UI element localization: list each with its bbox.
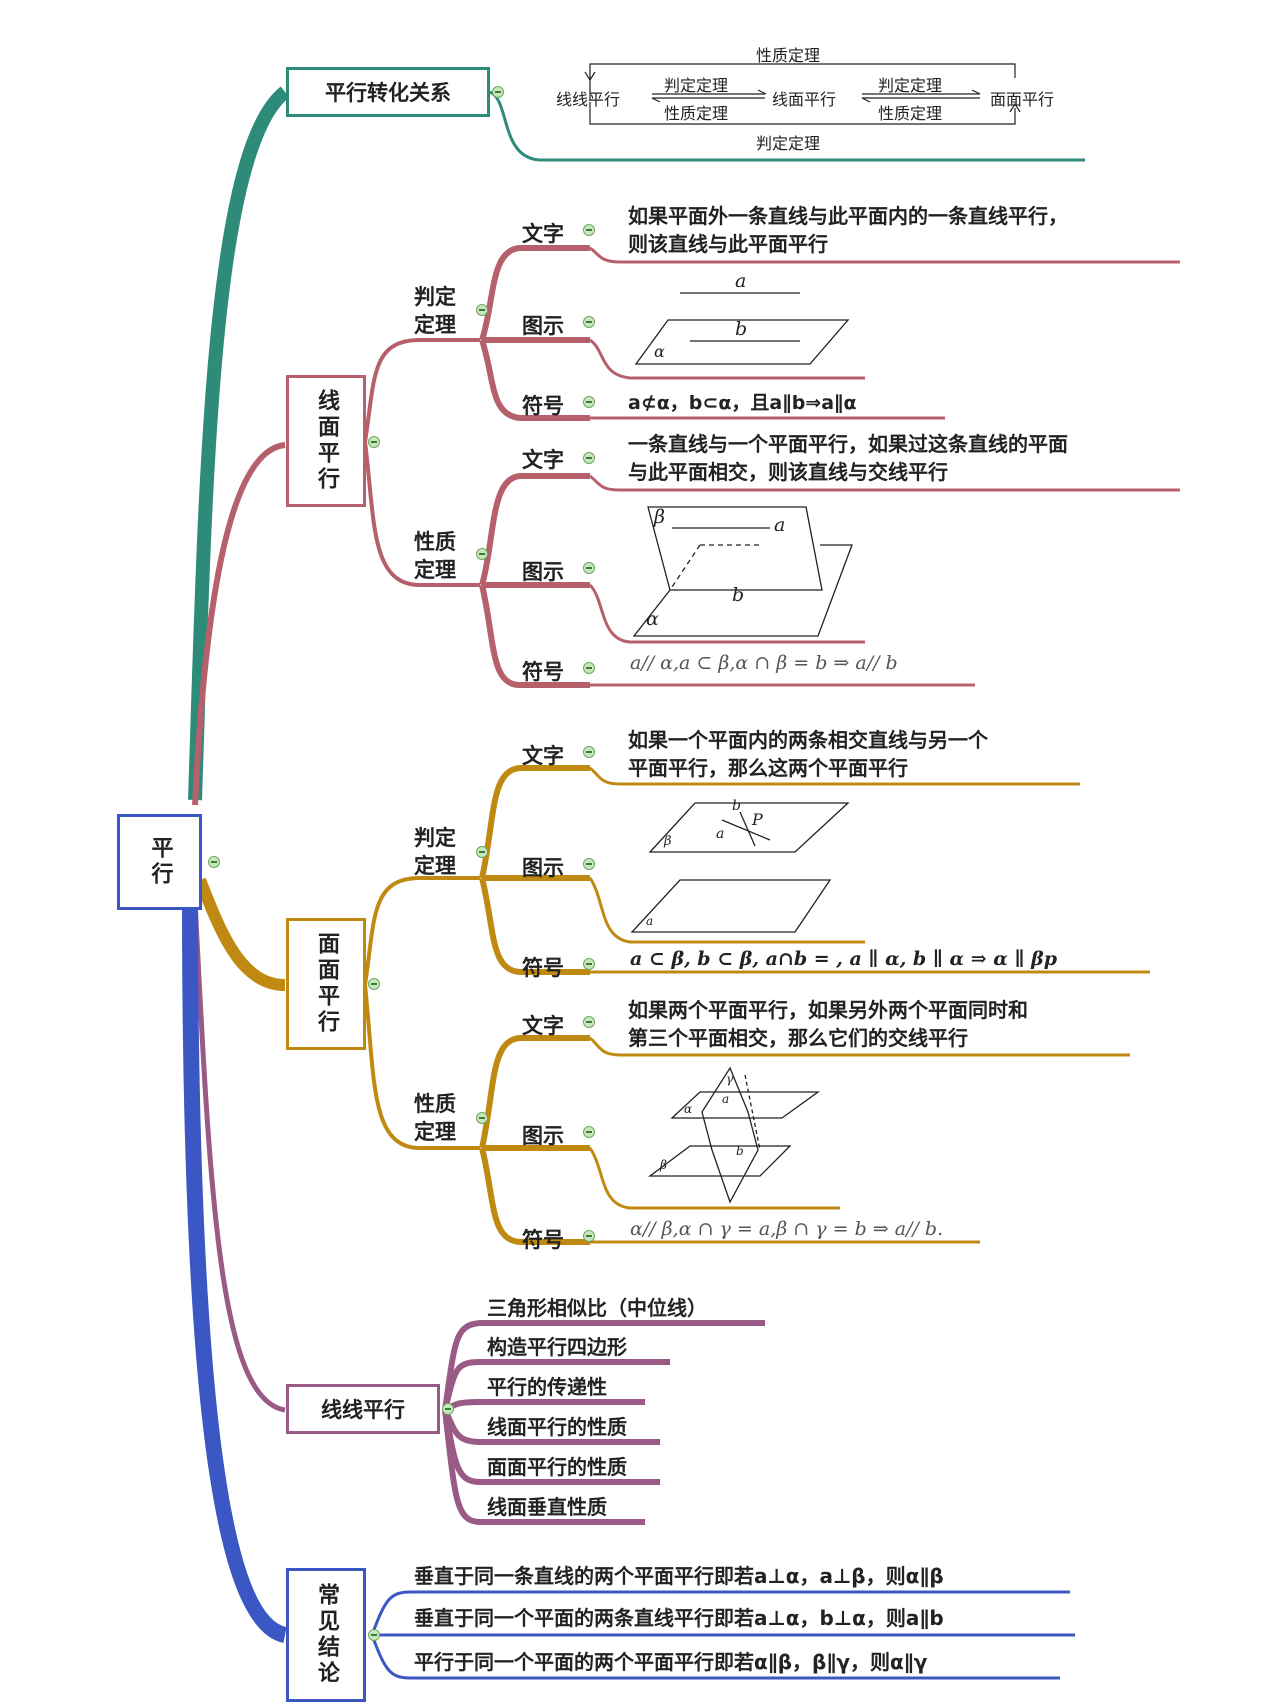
pp-prop-text-line2: 第三个平面相交，那么它们的交线平行 (628, 1026, 968, 1050)
relation-plane-plane: 面面平行 (990, 90, 1055, 109)
pp-prop-symbol-label: 符号 (522, 1228, 564, 1252)
lp-judge-symbol: a⊄α，b⊂α，且a∥b⇒a∥α (628, 392, 857, 414)
plane-plane-title: 面面平行 (314, 932, 339, 1036)
pp-prop-text-collapse-icon[interactable] (583, 1016, 595, 1028)
lp-prop-fig-alpha: α (646, 608, 659, 630)
root-label: 平行 (147, 836, 173, 888)
relation-judge-2: 判定定理 (878, 76, 943, 95)
pp-judge-collapse-icon[interactable] (476, 846, 488, 858)
lp-prop-text-line2: 与此平面相交，则该直线与交线平行 (628, 460, 948, 484)
lp-prop-fig-beta: β (654, 506, 665, 528)
lp-prop-label: 性质定理 (414, 530, 456, 582)
line-plane-node[interactable]: 线面平行 (286, 375, 366, 507)
lp-prop-symbol-collapse-icon[interactable] (583, 662, 595, 674)
line-plane-collapse-icon[interactable] (368, 436, 380, 448)
line-line-collapse-icon[interactable] (442, 1403, 454, 1415)
conclusion-item: 垂直于同一条直线的两个平面平行即若a⊥α，a⊥β，则α∥β (414, 1564, 944, 1588)
lp-judge-text-label: 文字 (522, 222, 564, 246)
pp-judge-text-line2: 平面平行，那么这两个平面平行 (628, 756, 908, 780)
lp-prop-figure-label: 图示 (522, 560, 564, 584)
pp-prop-text-line1: 如果两个平面平行，如果另外两个平面同时和 (628, 998, 1028, 1022)
lp-prop-symbol: a// α,a ⊂ β,α ∩ β = b ⇒ a// b (630, 652, 898, 674)
pp-judge-symbol-collapse-icon[interactable] (583, 958, 595, 970)
lp-judge-symbol-label: 符号 (522, 394, 564, 418)
lp-prop-text-label: 文字 (522, 448, 564, 472)
lp-judge-text-collapse-icon[interactable] (583, 224, 595, 236)
lp-judge-fig-a: a (735, 270, 747, 292)
relation-top-label: 性质定理 (756, 46, 821, 65)
lp-judge-figure-collapse-icon[interactable] (583, 316, 595, 328)
root-node[interactable]: 平行 (117, 814, 202, 910)
line-line-item: 平行的传递性 (487, 1375, 607, 1399)
pp-judge-text-line1: 如果一个平面内的两条相交直线与另一个 (628, 728, 988, 752)
pp-judge-fig-b: b (732, 798, 741, 814)
lp-judge-label: 判定定理 (414, 285, 456, 337)
pp-judge-fig-p: P (752, 810, 763, 829)
line-line-item: 线面垂直性质 (487, 1495, 607, 1519)
pp-prop-symbol: α// β,α ∩ γ = a,β ∩ γ = b ⇒ a// b. (630, 1218, 944, 1240)
lp-prop-text-line1: 一条直线与一个平面平行，如果过这条直线的平面 (628, 432, 1068, 456)
pp-judge-label: 判定定理 (414, 826, 456, 878)
line-line-item: 面面平行的性质 (487, 1455, 627, 1479)
plane-plane-collapse-icon[interactable] (368, 978, 380, 990)
lp-judge-symbol-collapse-icon[interactable] (583, 396, 595, 408)
lp-judge-text-line1: 如果平面外一条直线与此平面内的一条直线平行， (628, 204, 1068, 228)
pp-judge-figure-collapse-icon[interactable] (583, 858, 595, 870)
lp-judge-collapse-icon[interactable] (476, 304, 488, 316)
pp-prop-fig-beta: β (660, 1158, 667, 1172)
lp-prop-fig-a: a (774, 514, 786, 536)
root-collapse-icon[interactable] (208, 856, 220, 868)
lp-prop-fig-b: b (732, 584, 745, 606)
relation-bottom-label: 判定定理 (756, 134, 821, 153)
lp-judge-fig-alpha: α (654, 342, 665, 361)
lp-prop-symbol-label: 符号 (522, 660, 564, 684)
plane-plane-node[interactable]: 面面平行 (286, 918, 366, 1050)
conclusion-item: 平行于同一个平面的两个平面平行即若α∥β，β∥γ，则α∥γ (414, 1650, 928, 1674)
pp-prop-fig-a: a (722, 1092, 730, 1106)
conclusion-item: 垂直于同一个平面的两条直线平行即若a⊥α，b⊥α，则a∥b (414, 1606, 944, 1630)
relation-line-line: 线线平行 (556, 90, 621, 109)
line-plane-title: 线面平行 (314, 389, 339, 493)
pp-prop-fig-alpha: α (684, 1102, 693, 1116)
conclusions-title: 常见结论 (314, 1583, 339, 1687)
pp-judge-symbol: a ⊂ β, b ⊂ β, a∩b = , a ∥ α, b ∥ α ⇒ α ∥… (630, 948, 1058, 970)
line-line-item: 构造平行四边形 (487, 1335, 627, 1359)
relation-prop-1: 性质定理 (664, 104, 729, 123)
relation-prop-2: 性质定理 (878, 104, 943, 123)
lp-judge-fig-b: b (735, 318, 748, 340)
pp-judge-fig-alpha: a (646, 914, 654, 928)
pp-prop-symbol-collapse-icon[interactable] (583, 1230, 595, 1242)
lp-judge-figure-label: 图示 (522, 314, 564, 338)
pp-judge-text-label: 文字 (522, 744, 564, 768)
line-line-item: 线面平行的性质 (487, 1415, 627, 1439)
line-line-node[interactable]: 线线平行 (286, 1384, 440, 1434)
relation-line-plane: 线面平行 (772, 90, 837, 109)
pp-judge-fig-beta: β (664, 834, 672, 849)
conclusions-collapse-icon[interactable] (368, 1629, 380, 1641)
pp-judge-fig-a: a (716, 826, 725, 842)
pp-prop-collapse-icon[interactable] (476, 1112, 488, 1124)
pp-judge-figure-label: 图示 (522, 856, 564, 880)
pp-judge-symbol-label: 符号 (522, 956, 564, 980)
pp-prop-text-label: 文字 (522, 1014, 564, 1038)
line-line-title: 线线平行 (321, 1398, 405, 1422)
relation-collapse-icon[interactable] (492, 86, 504, 98)
relation-judge-1: 判定定理 (664, 76, 729, 95)
pp-prop-figure-label: 图示 (522, 1124, 564, 1148)
lp-prop-collapse-icon[interactable] (476, 548, 488, 560)
conclusions-node[interactable]: 常见结论 (286, 1568, 366, 1702)
pp-prop-fig-gamma: γ (726, 1072, 734, 1086)
relation-node[interactable]: 平行转化关系 (286, 67, 490, 117)
pp-judge-text-collapse-icon[interactable] (583, 746, 595, 758)
line-line-item: 三角形相似比（中位线） (487, 1296, 707, 1320)
lp-judge-text-line2: 则该直线与此平面平行 (628, 232, 828, 256)
relation-title: 平行转化关系 (325, 81, 451, 105)
lp-prop-figure-collapse-icon[interactable] (583, 562, 595, 574)
pp-prop-label: 性质定理 (414, 1092, 456, 1144)
pp-prop-fig-b: b (736, 1144, 744, 1158)
lp-prop-text-collapse-icon[interactable] (583, 452, 595, 464)
pp-prop-figure-collapse-icon[interactable] (583, 1126, 595, 1138)
